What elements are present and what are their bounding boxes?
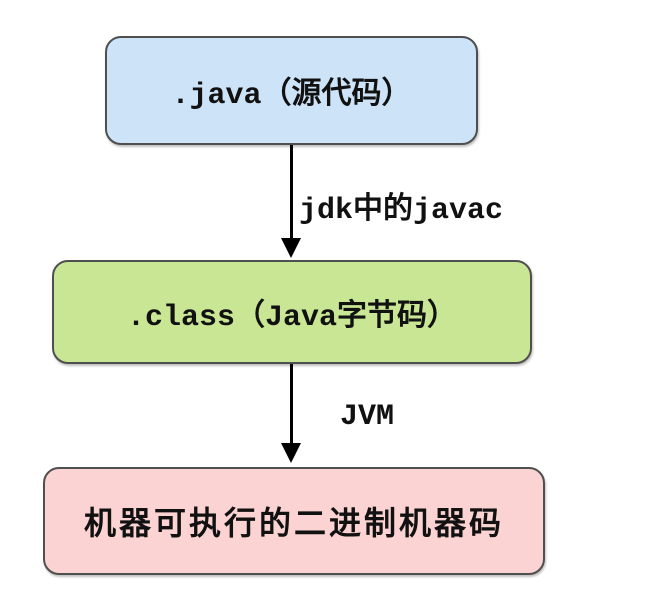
arrow-label-javac: jdk中的javac <box>299 194 504 228</box>
node-machine-code: 机器可执行的二进制机器码 <box>43 467 545 575</box>
arrow-label-jvm: JVM <box>340 400 395 434</box>
arrow-line-jvm <box>290 364 293 444</box>
node-java-source: .java（源代码） <box>105 36 478 145</box>
arrow-head-javac <box>281 238 301 258</box>
node-class-bytecode: .class（Java字节码） <box>52 260 532 364</box>
arrow-head-jvm <box>281 443 301 463</box>
arrow-line-javac <box>290 145 293 239</box>
